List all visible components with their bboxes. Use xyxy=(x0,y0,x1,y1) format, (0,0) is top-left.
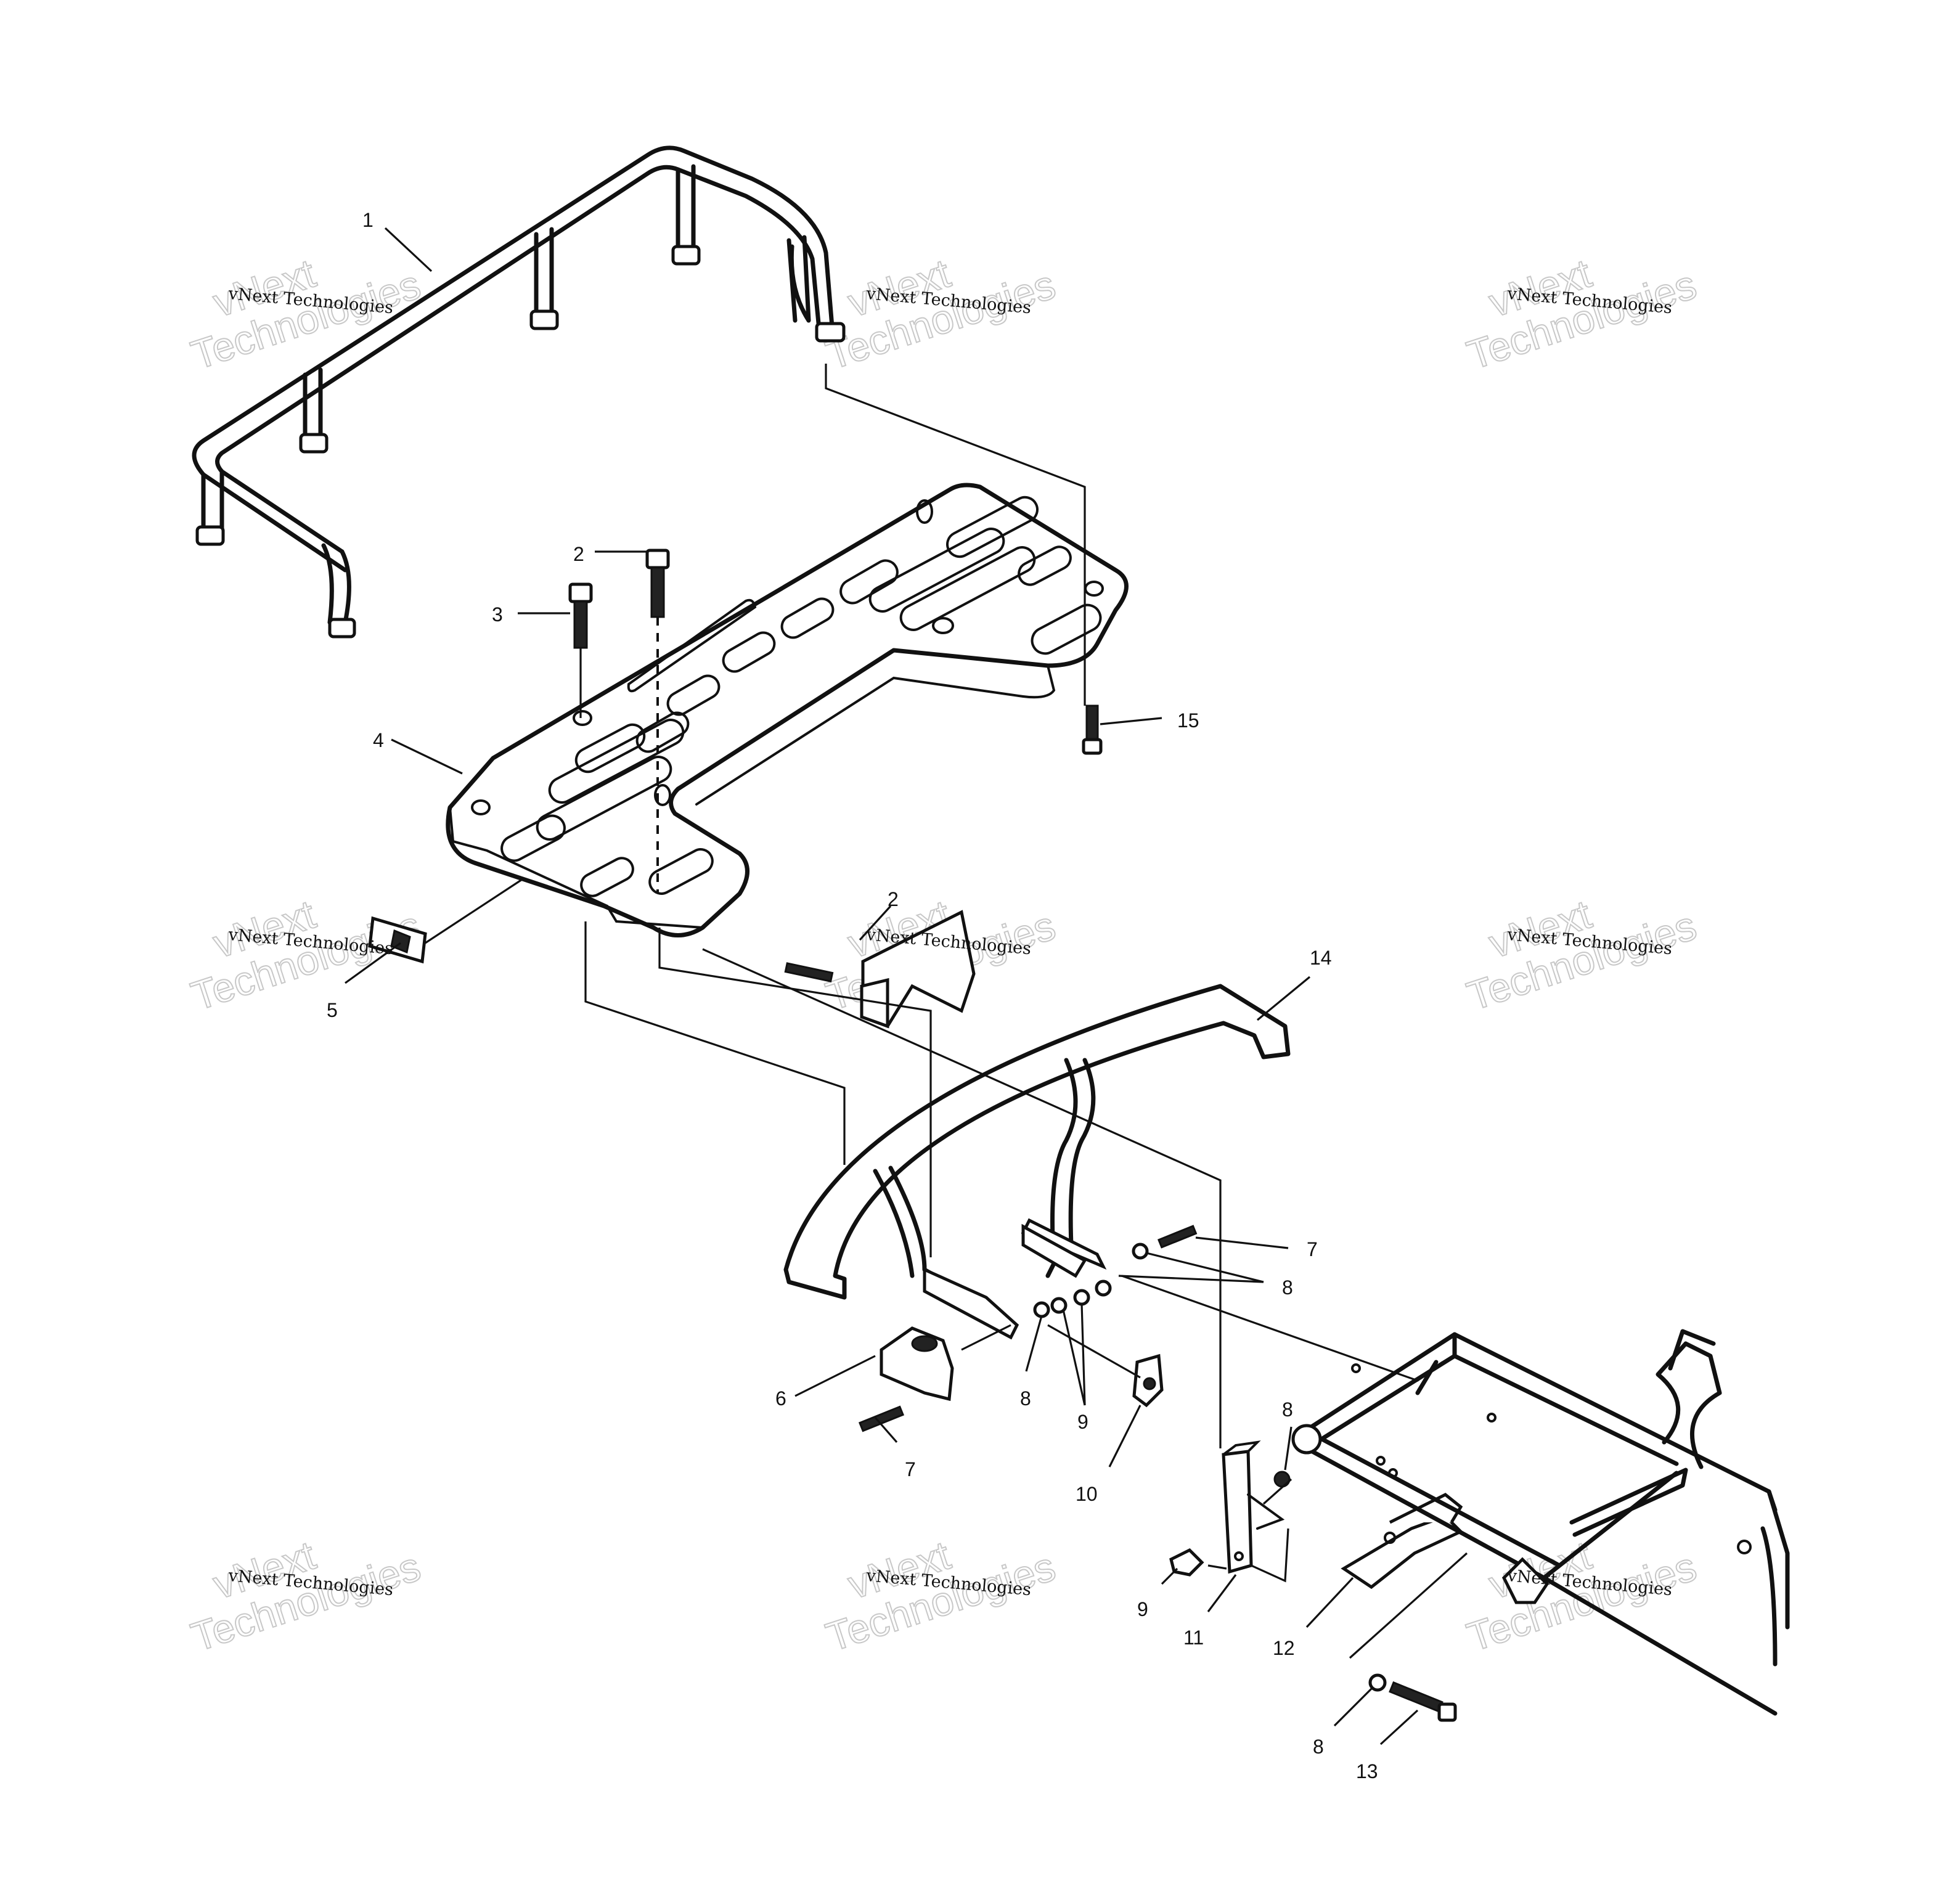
vehicle-frame xyxy=(1291,1329,1790,1716)
callout-8: 8 xyxy=(1282,1276,1293,1299)
part-14-rear-bumper xyxy=(783,984,1291,1340)
part-10-clamp xyxy=(1132,1353,1164,1408)
callout-2-lower: 2 xyxy=(888,888,899,910)
part-6-bracket xyxy=(880,1326,954,1402)
callout-5: 5 xyxy=(327,999,338,1021)
part-2-bolt-upper xyxy=(645,549,670,618)
callout-7-lower: 7 xyxy=(905,1458,916,1480)
callout-1: 1 xyxy=(362,209,374,231)
callout-15: 15 xyxy=(1177,709,1199,732)
callout-8-bottom: 8 xyxy=(1313,1736,1324,1758)
callout-8-middle: 8 xyxy=(1020,1387,1031,1410)
callout-12: 12 xyxy=(1273,1637,1295,1659)
callout-11: 11 xyxy=(1183,1627,1204,1649)
part-3-bolt xyxy=(568,582,593,649)
callout-leaders xyxy=(345,227,1419,1745)
callout-2: 2 xyxy=(573,543,584,565)
callout-9-lower: 9 xyxy=(1137,1598,1148,1620)
part-4-rack-platform xyxy=(446,483,1129,937)
part-13-bolt xyxy=(1389,1681,1457,1722)
callout-10: 10 xyxy=(1076,1483,1098,1505)
callout-4: 4 xyxy=(373,729,384,751)
watermark-caption-layer: vNext Technologies vNext Technologies vN… xyxy=(227,284,1673,1599)
callout-6: 6 xyxy=(775,1387,786,1410)
part-7-bolt-lower xyxy=(858,1405,905,1432)
part-7-bolt-upper xyxy=(1157,1225,1198,1249)
part-5-reflector xyxy=(368,916,427,964)
callout-13: 13 xyxy=(1356,1760,1378,1782)
callout-9: 9 xyxy=(1077,1411,1088,1433)
callout-3: 3 xyxy=(492,603,503,626)
part-1-rack-rail xyxy=(192,145,846,639)
part-11-hitch-bracket xyxy=(1222,1440,1285,1574)
part-2-bolt-lower xyxy=(784,910,976,1029)
washers-nuts-group xyxy=(1033,1243,1387,1692)
callout-8-right: 8 xyxy=(1282,1398,1293,1421)
assembly-lines xyxy=(425,364,1468,1659)
callout-14: 14 xyxy=(1310,947,1332,969)
callout-labels: 1 2 3 4 5 2 14 15 7 8 6 8 9 7 10 8 9 11 … xyxy=(327,209,1378,1782)
callout-7: 7 xyxy=(1307,1238,1318,1260)
part-15-bolt xyxy=(1082,704,1103,755)
